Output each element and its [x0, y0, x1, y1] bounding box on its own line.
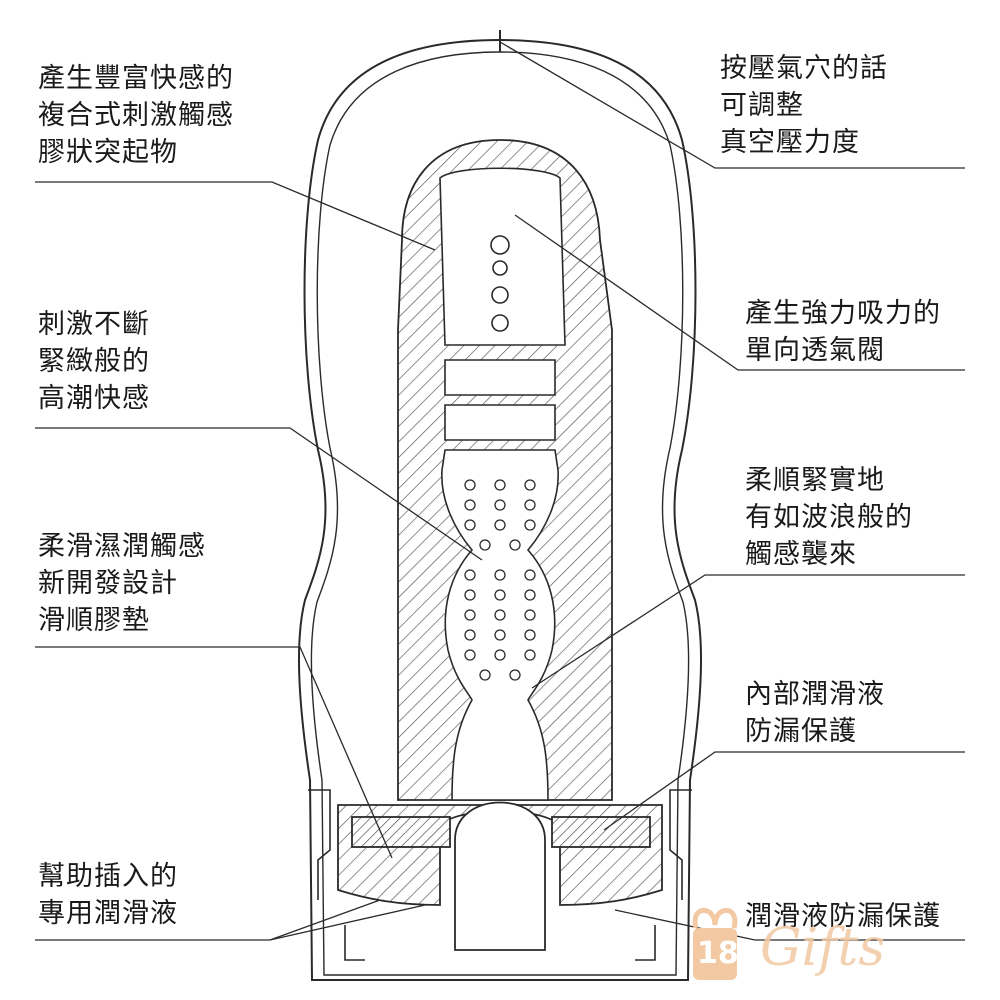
- label-line: 幫助插入的: [38, 861, 178, 892]
- label-one-way-valve: 產生強力吸力的 單向透氣閥: [745, 295, 941, 369]
- label-wave-feel: 柔順緊實地 有如波浪般的 觸感襲來: [745, 462, 913, 573]
- label-line: 柔順緊實地: [745, 465, 885, 496]
- label-line: 高潮快感: [38, 383, 150, 414]
- label-line: 單向透氣閥: [745, 335, 885, 366]
- label-smooth-cushion: 柔滑濕潤觸感 新開發設計 滑順膠墊: [38, 528, 206, 639]
- label-gel-nubs: 產生豐富快感的 複合式刺激觸感 膠狀突起物: [38, 60, 234, 171]
- label-line: 產生豐富快感的: [38, 63, 234, 94]
- label-line: 真空壓力度: [720, 127, 860, 158]
- watermark-text: Gifts: [760, 918, 885, 978]
- one-way-valve: [490, 235, 510, 332]
- inner-cup-wall: [310, 51, 690, 976]
- label-lube-leak-guard: 潤滑液防漏保護: [745, 898, 941, 935]
- lubricant-seal-left: [351, 816, 451, 848]
- label-line: 防漏保護: [745, 716, 857, 747]
- label-line: 複合式刺激觸感: [38, 100, 234, 131]
- label-tightness: 刺激不斷 緊緻般的 高潮快感: [38, 306, 150, 417]
- leader-lines: [35, 41, 965, 941]
- cap-rim: [308, 789, 692, 961]
- label-line: 緊緻般的: [38, 346, 150, 377]
- label-line: 觸感襲來: [745, 539, 857, 570]
- watermark-logo: [692, 907, 738, 980]
- watermark-number: 18: [697, 936, 739, 971]
- label-vacuum-control: 按壓氣穴的話 可調整 真空壓力度: [720, 50, 888, 161]
- label-line: 產生強力吸力的: [745, 298, 941, 329]
- label-insertion-lube: 幫助插入的 專用潤滑液: [38, 858, 178, 932]
- label-line: 滑順膠墊: [38, 605, 150, 636]
- label-line: 內部潤滑液: [745, 679, 885, 710]
- label-inner-lube-seal: 內部潤滑液 防漏保護: [745, 676, 885, 750]
- label-line: 柔滑濕潤觸感: [38, 531, 206, 562]
- texture-nubs: [464, 479, 536, 681]
- label-line: 可調整: [720, 90, 804, 121]
- label-line: 按壓氣穴的話: [720, 53, 888, 84]
- label-line: 膠狀突起物: [38, 137, 178, 168]
- label-line: 新開發設計: [38, 568, 178, 599]
- outer-cup-shell: [297, 38, 703, 981]
- label-line: 專用潤滑液: [38, 898, 178, 929]
- label-line: 有如波浪般的: [745, 502, 913, 533]
- label-line: 潤滑液防漏保護: [745, 901, 941, 932]
- insertion-opening: [454, 801, 546, 951]
- lubricant-seal-right: [551, 816, 651, 848]
- label-line: 刺激不斷: [38, 309, 150, 340]
